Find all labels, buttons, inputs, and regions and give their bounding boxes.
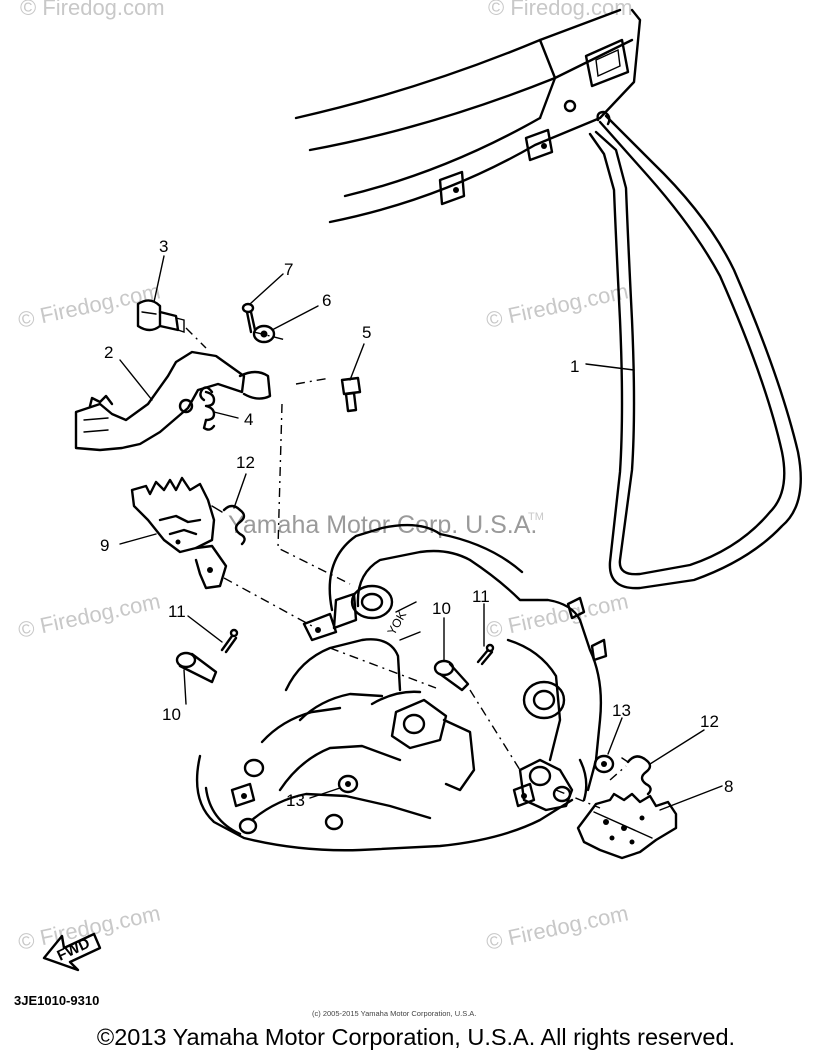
callout-number: 10 [432,599,451,618]
callout-number: 11 [472,587,490,606]
watermark-firedog: © Firedog.com [484,900,631,955]
upper-frame-rail [294,8,642,224]
part-2-brake-pedal [74,350,272,452]
part-4-spring [199,386,216,431]
part-7-cotter-pin [241,302,257,334]
lower-frame: YOK [195,523,608,852]
callout-number: 4 [244,410,253,429]
part-6-washer [252,324,276,344]
callout-number: 6 [322,291,331,310]
part-12-spring-right [621,755,652,796]
callout-number: 13 [286,791,305,810]
part-11-cotter-pin-right [476,643,495,666]
part-10-pin-right [433,659,470,692]
part-11-cotter-pin-left [220,628,239,654]
small-copyright: (c) 2005-2015 Yamaha Motor Corporation, … [312,1009,476,1018]
part-5-bolt [340,376,362,413]
callout-number: 5 [362,323,371,342]
callout-number: 2 [104,343,113,362]
callout-number: 7 [284,260,293,279]
part-12-spring-left [211,504,246,546]
callout-number: 9 [100,536,109,555]
watermark-firedog: © Firedog.com [484,278,631,333]
callout-number: 12 [236,453,255,472]
part-8-right-footrest [576,792,678,860]
callout-number: 12 [700,712,719,731]
assembly-lines [185,327,627,809]
part-9-left-footrest [130,476,228,590]
part-10-pin-left [175,651,218,684]
callout-number: 8 [724,777,733,796]
callout-number: 13 [612,701,631,720]
leader-lines [119,255,723,811]
footer-copyright: ©2013 Yamaha Motor Corporation, U.S.A. A… [96,1024,736,1050]
watermark-firedog: © Firedog.com [488,0,633,20]
callout-number: 11 [168,602,186,621]
watermark-firedog: © Firedog.com [20,0,165,20]
watermark-yamaha: Yamaha Motor Corp. U.S.A. [228,511,537,539]
watermark-tm: TM [528,511,544,523]
part-1-stand [588,110,802,590]
watermark-firedog: © Firedog.com [484,588,631,643]
callout-number: 3 [159,237,168,256]
callout-number: 1 [570,357,579,376]
part-13-washer-right [593,754,615,774]
part-13-washer-lower [337,774,359,794]
callout-number: 10 [162,705,181,724]
callout-labels: 1 2 3 4 5 6 7 8 9 10 10 11 11 12 12 13 1… [100,237,733,810]
watermark-firedog: © Firedog.com [16,278,163,333]
watermark-firedog: © Firedog.com [16,588,163,643]
diagram-code: 3JE1010-9310 [14,993,99,1008]
part-3-pivot-shaft [136,299,185,333]
